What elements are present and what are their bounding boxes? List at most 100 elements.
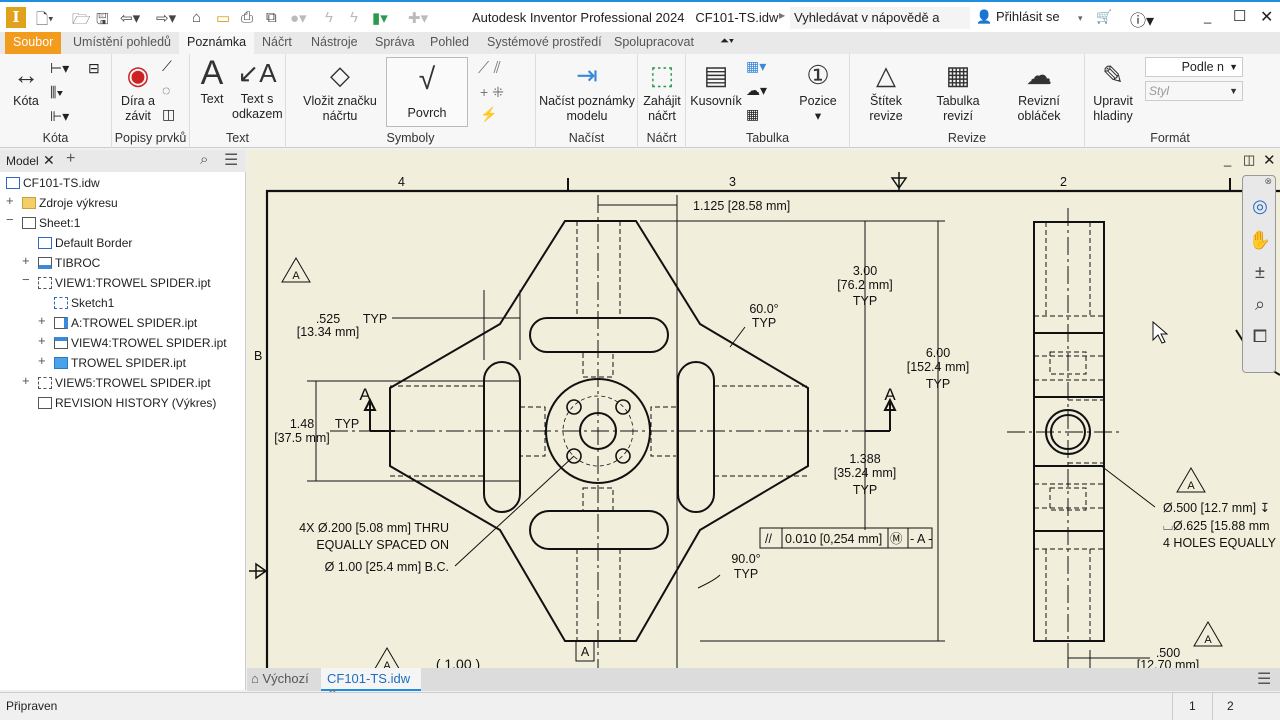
revision-cloud-button[interactable]: ☁Revizní obláček bbox=[996, 60, 1082, 124]
search-icon[interactable]: ⌕ bbox=[200, 151, 209, 168]
pan-icon[interactable]: ✋ bbox=[1248, 230, 1272, 250]
chain-dimension-icon[interactable]: ⊩▾ bbox=[50, 108, 70, 124]
add-tab-icon[interactable]: + bbox=[66, 150, 76, 167]
help-search-input[interactable]: Vyhledávat v nápovědě a příkaze bbox=[790, 7, 970, 47]
tree-item-sheet[interactable]: Sheet:1 bbox=[22, 213, 80, 233]
view-minimize-button[interactable]: _ bbox=[1224, 152, 1232, 167]
insert-sketch-symbol-button[interactable]: ◇Vložit značku náčrtu bbox=[294, 60, 386, 124]
tree-item-resources[interactable]: Zdroje výkresu bbox=[22, 193, 118, 213]
weld-symbol-icon[interactable]: ⟋ ⫽ bbox=[478, 60, 501, 77]
tab-umisteni-pohledu[interactable]: Umístění pohledů bbox=[73, 35, 171, 49]
expand-icon[interactable]: + bbox=[22, 253, 30, 268]
expand-icon[interactable]: + bbox=[38, 333, 46, 348]
tree-item-section-a[interactable]: A:TROWEL SPIDER.ipt bbox=[54, 313, 197, 333]
tree-item-sketch1[interactable]: Sketch1 bbox=[54, 293, 114, 313]
dimension-button[interactable]: ↔Kóta bbox=[6, 60, 46, 109]
home-icon[interactable]: ⌂ bbox=[192, 9, 202, 26]
new-icon[interactable]: 🗋▾ bbox=[36, 11, 54, 28]
view-close-button[interactable]: ✕ bbox=[1263, 152, 1276, 169]
punch-note-icon[interactable]: ◌ bbox=[162, 82, 171, 98]
print-icon[interactable]: ⎙ bbox=[241, 9, 254, 26]
start-sketch-button[interactable]: ⬚Zahájit náčrt bbox=[640, 60, 684, 124]
zoom-all-icon[interactable]: ⌕ bbox=[1254, 294, 1266, 314]
maximize-button[interactable]: ☐ bbox=[1233, 8, 1247, 25]
help-icon[interactable]: ⓘ▾ bbox=[1130, 13, 1155, 30]
cart-icon[interactable]: 🛒 bbox=[1096, 9, 1113, 24]
tab-nastroje[interactable]: Nástroje bbox=[311, 35, 358, 49]
navbar-close-icon[interactable]: ⊗ bbox=[1264, 176, 1272, 186]
tree-item-part[interactable]: TROWEL SPIDER.ipt bbox=[54, 353, 186, 373]
revision-cloud-small-icon[interactable]: ☁▾ bbox=[746, 82, 768, 98]
close-button[interactable]: ✕ bbox=[1260, 9, 1274, 26]
revision-tag-button[interactable]: △Štítek revize bbox=[852, 60, 920, 124]
zoom-window-icon[interactable]: ⧠ bbox=[1252, 326, 1268, 346]
save-icon[interactable]: 🖫 bbox=[96, 11, 109, 28]
tab-pohled[interactable]: Pohled bbox=[430, 35, 469, 49]
material-icon[interactable]: ▮▾ bbox=[372, 10, 388, 27]
app-logo[interactable]: I bbox=[6, 7, 26, 28]
open-icon[interactable]: 🗁 bbox=[72, 11, 91, 28]
tree-item-border[interactable]: Default Border bbox=[38, 233, 132, 253]
tab-soubor[interactable]: Soubor bbox=[5, 32, 62, 54]
bend-note-icon[interactable]: ⟋ bbox=[162, 58, 172, 74]
edit-layers-button[interactable]: ✎Upravit hladiny bbox=[1089, 60, 1137, 124]
expand-icon[interactable]: + bbox=[22, 373, 30, 388]
panel-toggle-icon[interactable]: ⏶▾ bbox=[720, 35, 735, 47]
tree-item-titleblock[interactable]: TIBROC bbox=[38, 253, 100, 273]
hole-table-icon[interactable]: ▦▾ bbox=[746, 58, 767, 74]
view-tile-button[interactable]: ◫ bbox=[1243, 152, 1256, 167]
centermark-icon[interactable]: + ⁜ bbox=[480, 84, 504, 100]
parts-list-button[interactable]: ▤Kusovník bbox=[688, 60, 744, 109]
tab-poznamka[interactable]: Poznámka bbox=[179, 32, 255, 54]
home-tab[interactable]: ⌂ Výchozí bbox=[251, 671, 309, 686]
tabs-menu-icon[interactable]: ☰ bbox=[1257, 671, 1272, 688]
layer-select[interactable]: Podle n▼ bbox=[1145, 57, 1243, 77]
ordinate-dimension-icon[interactable]: ⫼▾ bbox=[50, 84, 64, 100]
chamfer-note-icon[interactable]: ◫ bbox=[162, 106, 176, 122]
user-icon[interactable]: 👤 bbox=[976, 9, 993, 24]
tab-systemove-prostredi[interactable]: Systémové prostředí bbox=[487, 35, 602, 49]
tab-sprava[interactable]: Správa bbox=[375, 35, 415, 49]
collapse-icon[interactable]: − bbox=[6, 212, 14, 227]
revision-table-button[interactable]: ▦Tabulka revizí bbox=[922, 60, 994, 124]
hole-thread-button[interactable]: ◉Díra a závit bbox=[118, 60, 158, 124]
minimize-button[interactable]: _ bbox=[1204, 9, 1212, 24]
update-icon[interactable]: ●▾ bbox=[290, 10, 307, 27]
search-expand-icon[interactable]: ▶ bbox=[779, 11, 786, 20]
collapse-icon[interactable]: − bbox=[22, 272, 30, 287]
rebuild-icon[interactable]: ϟ bbox=[325, 9, 333, 26]
copy-icon[interactable]: ⧉ bbox=[266, 9, 277, 26]
auto-centerline-icon[interactable]: ⚡ bbox=[480, 106, 498, 122]
tree-item-file[interactable]: CF101-TS.idw bbox=[6, 173, 100, 193]
tree-item-view1[interactable]: VIEW1:TROWEL SPIDER.ipt bbox=[38, 273, 211, 293]
style-select[interactable]: Styl▼ bbox=[1145, 81, 1243, 101]
tree-item-view4[interactable]: VIEW4:TROWEL SPIDER.ipt bbox=[54, 333, 227, 353]
surface-symbol-button[interactable]: √Povrch bbox=[386, 57, 468, 127]
menu-icon[interactable]: ☰ bbox=[224, 152, 239, 169]
zoom-icon[interactable]: ± bbox=[1255, 262, 1265, 282]
close-tab-icon[interactable]: ✕ bbox=[43, 152, 55, 168]
tree-item-revision-history[interactable]: REVISION HISTORY (Výkres) bbox=[38, 393, 216, 413]
general-table-icon[interactable]: ▦ bbox=[746, 106, 760, 122]
document-tab[interactable]: CF101-TS.idw ✕ bbox=[321, 668, 421, 701]
tab-model[interactable]: Model bbox=[6, 154, 39, 168]
expand-icon[interactable]: + bbox=[6, 193, 14, 208]
retrieve-dimension-icon[interactable]: ⊟ bbox=[88, 60, 100, 76]
retrieve-model-annotations-button[interactable]: ⇥Načíst poznámky modelu bbox=[539, 60, 635, 123]
add-icon[interactable]: ✚▾ bbox=[408, 10, 429, 27]
redo-icon[interactable]: ⇨▾ bbox=[156, 10, 177, 27]
rebuild-all-icon[interactable]: ϟ bbox=[350, 9, 358, 26]
expand-icon[interactable]: + bbox=[38, 353, 46, 368]
tab-spolupracovat[interactable]: Spolupracovat bbox=[614, 35, 694, 49]
signin-button[interactable]: Přihlásit se bbox=[996, 9, 1060, 24]
measure-icon[interactable]: ▭ bbox=[216, 10, 231, 27]
expand-icon[interactable]: + bbox=[38, 313, 46, 328]
drawing-canvas[interactable]: 4 3 2 B 1.125 [28.58 mm] 3.00 [76.2 mm] … bbox=[247, 150, 1280, 668]
tab-nacrt[interactable]: Náčrt bbox=[262, 35, 292, 49]
tree-item-view5[interactable]: VIEW5:TROWEL SPIDER.ipt bbox=[38, 373, 211, 393]
undo-icon[interactable]: ⇦▾ bbox=[120, 10, 141, 27]
signin-dropdown-icon[interactable]: ▾ bbox=[1078, 13, 1083, 23]
